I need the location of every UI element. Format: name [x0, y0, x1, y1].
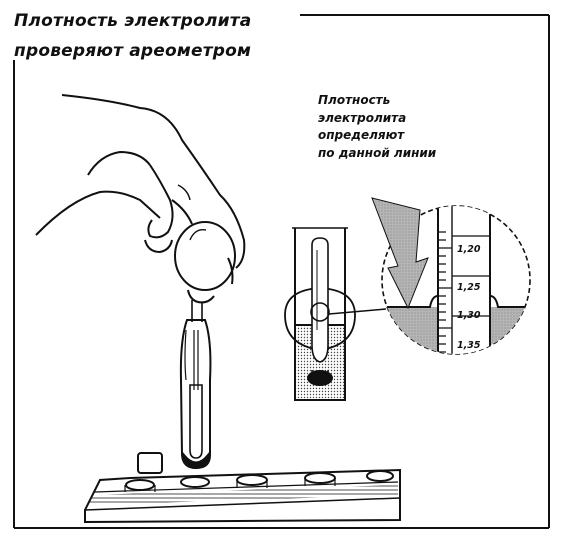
tick-label-2: 1,25 — [457, 282, 481, 293]
hydrometer-icon — [174, 221, 236, 470]
tick-label-4: 1,35 — [457, 340, 481, 351]
magnified-scale-icon: 1,20 1,25 1,30 1,35 — [381, 205, 531, 355]
hand-icon — [35, 94, 246, 285]
title-line-1: Плотность электролита — [14, 11, 252, 31]
measurement-note: Плотность электролита определяют по данн… — [318, 92, 436, 162]
arrow-down-icon — [371, 197, 429, 310]
small-jar — [284, 227, 387, 401]
note-line-4: по данной линии — [318, 145, 437, 160]
battery-icon — [84, 452, 401, 524]
frame — [13, 14, 550, 529]
tick-label-1: 1,20 — [457, 244, 481, 255]
title-line-2: проверяют ареометром — [14, 41, 252, 61]
note-line-2: электролита — [318, 110, 407, 125]
scale-ticks — [438, 231, 490, 353]
note-line-1: Плотность — [318, 93, 391, 107]
diagram-title: Плотность электролита проверяют ареометр… — [14, 6, 251, 66]
note-line-3: определяют — [318, 128, 405, 142]
tick-label-3: 1,30 — [457, 310, 481, 321]
